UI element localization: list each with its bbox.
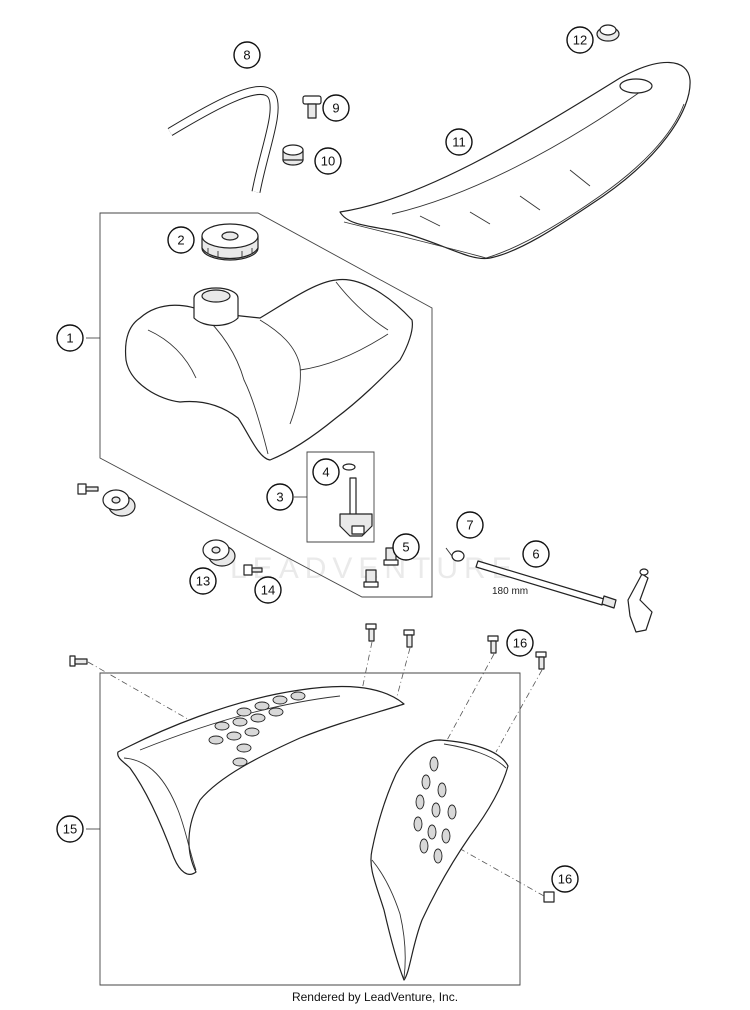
svg-text:5: 5 [402, 540, 409, 555]
callout-16-lower: 16 [551, 865, 579, 893]
rubber-bushing-lower [202, 539, 236, 567]
callout-5: 5 [392, 533, 420, 561]
bolt-alignment-line-4 [495, 669, 543, 753]
grommet [282, 144, 304, 166]
bolt-alignment-line-1 [361, 641, 373, 691]
fuel-tank [124, 278, 413, 461]
hose-length-label: 180 mm [492, 586, 528, 597]
callout-3: 3 [266, 483, 294, 511]
callout-4: 4 [312, 458, 340, 486]
svg-text:7: 7 [466, 518, 473, 533]
svg-text:14: 14 [261, 583, 275, 598]
collar-bolt-lower [243, 564, 263, 576]
callout-13: 13 [189, 567, 217, 595]
tank-assembly-frame [99, 212, 433, 598]
callout-11: 11 [445, 128, 473, 156]
svg-text:12: 12 [573, 33, 587, 48]
svg-text:8: 8 [243, 48, 250, 63]
callout-8: 8 [233, 41, 261, 69]
shroud-bolt-2 [403, 629, 415, 648]
shroud-bolt-1 [365, 623, 377, 642]
shroud-assembly-frame [99, 672, 521, 986]
collar-bolt-upper [77, 483, 99, 495]
callout-1: 1 [56, 324, 84, 352]
svg-text:16: 16 [513, 636, 527, 651]
tap-screws [363, 547, 399, 588]
svg-text:11: 11 [452, 135, 466, 150]
filler-cap [201, 223, 259, 261]
shroud-bolt-3 [487, 635, 499, 654]
svg-text:15: 15 [63, 822, 77, 837]
breather-hose [167, 86, 279, 193]
rubber-bushing-upper [102, 489, 136, 517]
fuel-tap [339, 477, 373, 537]
svg-text:3: 3 [276, 490, 283, 505]
right-shroud [370, 739, 509, 981]
svg-text:16: 16 [558, 872, 572, 887]
callout-15: 15 [56, 815, 84, 843]
callout-14: 14 [254, 576, 282, 604]
shroud-bolt-left [69, 655, 88, 667]
callout-6: 6 [522, 540, 550, 568]
svg-text:13: 13 [196, 574, 210, 589]
callout-16-upper: 16 [506, 629, 534, 657]
shroud-bolt-4 [535, 651, 547, 670]
svg-text:1: 1 [66, 331, 73, 346]
callout-2: 2 [167, 226, 195, 254]
footer-credit: Rendered by LeadVenture, Inc. [291, 990, 459, 1004]
left-shroud [117, 685, 405, 875]
callout-10: 10 [314, 147, 342, 175]
svg-text:6: 6 [532, 547, 539, 562]
seat-fastener [596, 24, 620, 42]
breather-valve [302, 95, 322, 119]
bolt-alignment-line-lower [447, 841, 545, 897]
svg-text:4: 4 [322, 465, 329, 480]
callout-12: 12 [566, 26, 594, 54]
o-ring [342, 463, 356, 471]
bolt-alignment-line-2 [395, 647, 411, 701]
hose-clamp [445, 547, 465, 562]
svg-text:2: 2 [177, 233, 184, 248]
bolt-alignment-line-3 [445, 653, 495, 743]
shroud-bolt-lower-right [543, 891, 555, 903]
callout-7: 7 [456, 511, 484, 539]
callout-9: 9 [322, 94, 350, 122]
fuel-hose [475, 560, 653, 633]
svg-text:10: 10 [321, 154, 335, 169]
seat [339, 61, 691, 260]
tap-subassembly-frame [306, 451, 375, 543]
svg-text:9: 9 [332, 101, 339, 116]
